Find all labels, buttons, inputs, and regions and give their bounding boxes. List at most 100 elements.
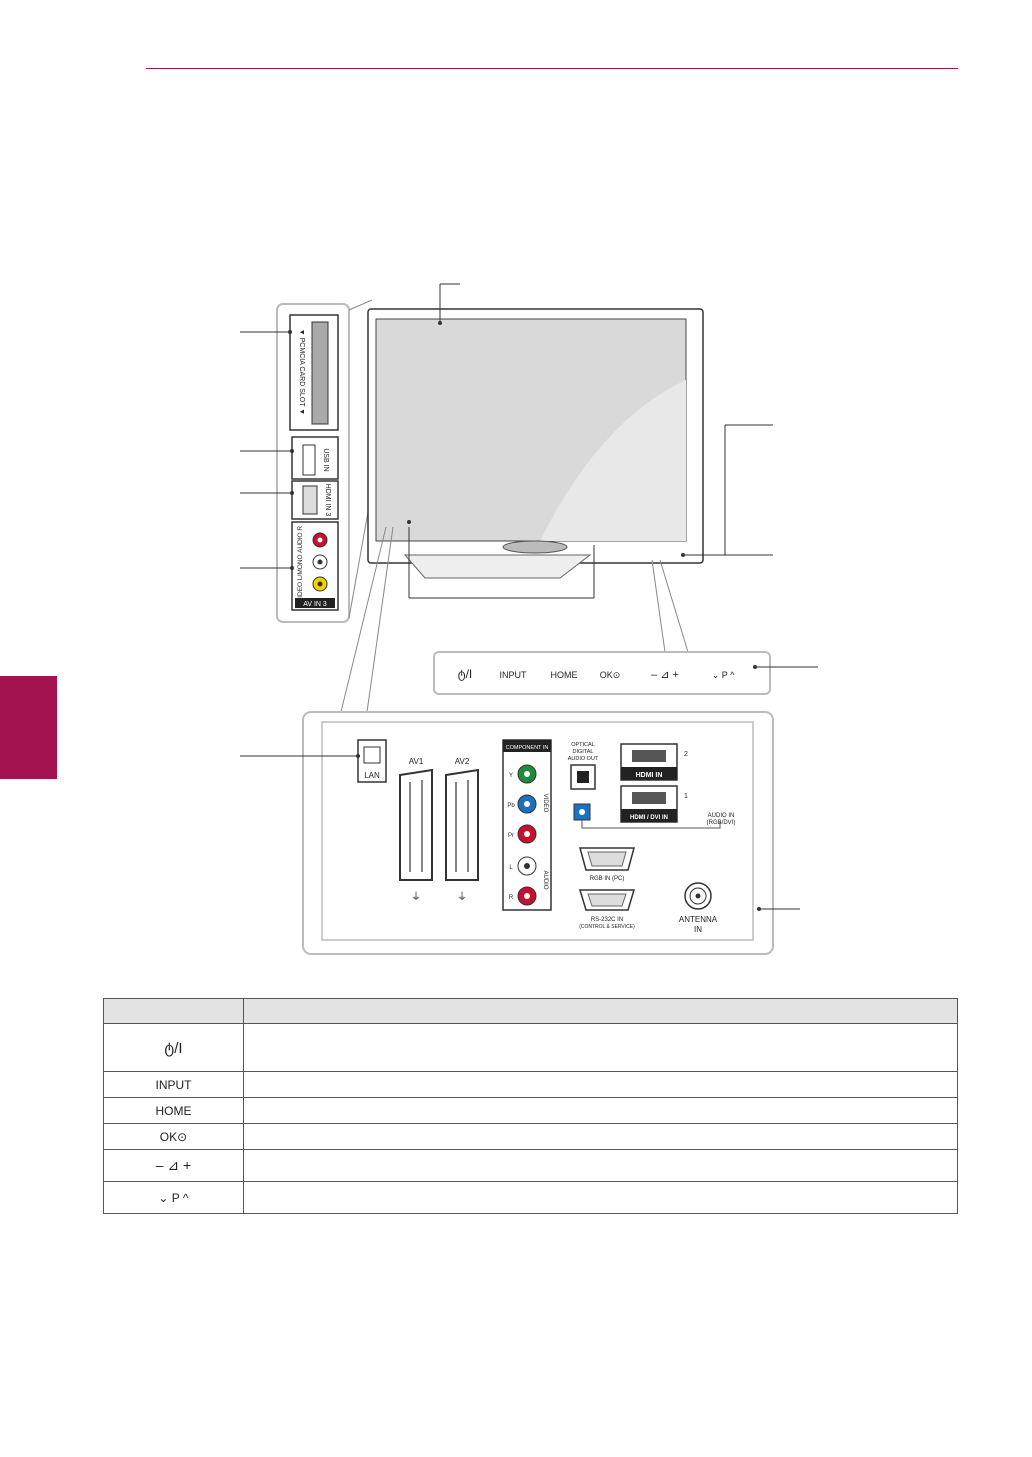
jack-core: [317, 559, 323, 565]
table-symbol: HOME: [103, 1097, 244, 1124]
table-header-symbol: [103, 998, 244, 1024]
usb-label: USB IN: [322, 448, 329, 471]
pin-pr: Pr: [508, 833, 514, 839]
callout-dot: [757, 907, 761, 911]
table-description: [243, 1149, 958, 1182]
jack-core: [524, 801, 530, 807]
table-description: [243, 1071, 958, 1098]
jack-core: [524, 771, 530, 777]
chapter-tab: [0, 676, 57, 779]
table-symbol: ⌄ P ^: [103, 1181, 244, 1214]
optical-label-2: DIGITAL: [573, 749, 594, 755]
screen-reflection: [540, 380, 686, 541]
hdmi1-label: HDMI / DVI IN: [630, 815, 668, 821]
component-label: COMPONENT IN: [506, 745, 549, 751]
audio-in-label-1: AUDIO IN: [708, 813, 735, 819]
jack-core: [524, 863, 530, 869]
table-row: HOME: [103, 1097, 958, 1124]
table-header-description: [243, 998, 958, 1024]
hdmi2-port: [632, 750, 666, 762]
optical-label-3: AUDIO OUT: [568, 756, 599, 762]
table-row: ⌄ P ^: [103, 1181, 958, 1214]
table-row: ტ/I: [103, 1023, 958, 1072]
pin-pb: Pb: [507, 803, 515, 809]
pcmcia-label: ▼ PCMCIA CARD SLOT ▼: [298, 329, 305, 415]
component-audio-label: AUDIO: [542, 870, 548, 889]
optical-label-1: OPTICAL: [571, 742, 595, 748]
scart-av1: [399, 768, 433, 881]
table-symbol: – ⊿ +: [103, 1149, 244, 1182]
callout-dot: [290, 491, 294, 495]
connector-line: [340, 526, 387, 713]
volume-button-label: – ⊿ +: [651, 669, 679, 681]
table-description: [243, 1123, 958, 1150]
pcmcia-slot-frame: [289, 314, 339, 431]
usb-port: [302, 444, 316, 476]
connector-line: [348, 299, 373, 311]
pin-l: L: [509, 865, 513, 871]
callout-dot: [356, 754, 360, 758]
optical-port: [570, 764, 596, 790]
power-button-label: ტ/I: [458, 667, 473, 681]
rear-panel-inner: [321, 721, 754, 941]
home-button-label: HOME: [551, 670, 578, 680]
table-row: INPUT: [103, 1071, 958, 1098]
component-video-label: VIDEO: [542, 794, 548, 813]
callout-dot: [438, 321, 442, 325]
av-label: VIDEO L/MONO AUDIO R: [297, 526, 304, 603]
rgb-port-inner: [587, 851, 627, 867]
lan-label: LAN: [364, 771, 380, 780]
hdmi2-label: HDMI IN: [636, 772, 663, 779]
header-rule: [146, 68, 958, 69]
lan-port: [363, 746, 381, 764]
antenna-label-1: ANTENNA: [679, 915, 718, 924]
callout-dot: [407, 520, 411, 524]
hdmi1-badge: [621, 809, 677, 822]
rgb-label: RGB IN (PC): [590, 876, 625, 882]
usb-port-frame: [291, 436, 339, 480]
table-row: OK⊙: [103, 1123, 958, 1150]
pcmcia-slot: [311, 321, 329, 425]
side-panel-outline: [276, 303, 350, 623]
hdmi1-port: [632, 792, 666, 804]
hdmi2-number: 2: [684, 751, 688, 758]
component-header: [503, 740, 551, 752]
av1-label: AV1: [409, 757, 424, 766]
av2-label: AV2: [455, 757, 470, 766]
connector-line: [659, 559, 689, 653]
lan-frame: [357, 739, 387, 783]
table-description: [243, 1181, 958, 1214]
callout-dot: [681, 553, 685, 557]
program-button-label: ⌄ P ^: [712, 670, 735, 680]
scart-av1-symbol: ⏚: [411, 891, 421, 903]
table-symbol: OK⊙: [103, 1123, 244, 1150]
av-in-badge: [295, 598, 335, 608]
scart-av2-symbol: ⏚: [457, 891, 467, 903]
pin-r: R: [509, 895, 514, 901]
jack-core: [524, 831, 530, 837]
optical-core: [577, 771, 589, 783]
rs232-port-inner: [587, 893, 627, 907]
jack-core: [579, 809, 585, 815]
front-panel: [433, 651, 771, 695]
hdmi2-badge: [621, 767, 677, 780]
jack-core: [317, 581, 323, 587]
ok-button-label: OK⊙: [600, 670, 621, 680]
callout-dot: [288, 330, 292, 334]
hdmi3-label: HDMI IN 3: [324, 484, 331, 517]
rs232-label-2: (CONTROL & SERVICE): [579, 924, 635, 930]
input-button-label: INPUT: [500, 670, 528, 680]
pin-y: Y: [509, 773, 513, 779]
tv-stand-base: [403, 554, 592, 579]
tv-diagram: ▼ PCMCIA CARD SLOT ▼ USB IN HDMI IN 3 VI…: [240, 283, 818, 955]
scart-av2: [445, 768, 479, 881]
table-row: – ⊿ +: [103, 1149, 958, 1182]
hdmi3-port: [302, 485, 318, 515]
antenna-core: [695, 893, 701, 899]
table-symbol: ტ/I: [103, 1023, 244, 1072]
audio-in-bracket: [581, 820, 721, 829]
table-description: [243, 1023, 958, 1072]
callout-dot: [290, 449, 294, 453]
callout-dot: [753, 665, 757, 669]
connector-line: [366, 526, 394, 713]
